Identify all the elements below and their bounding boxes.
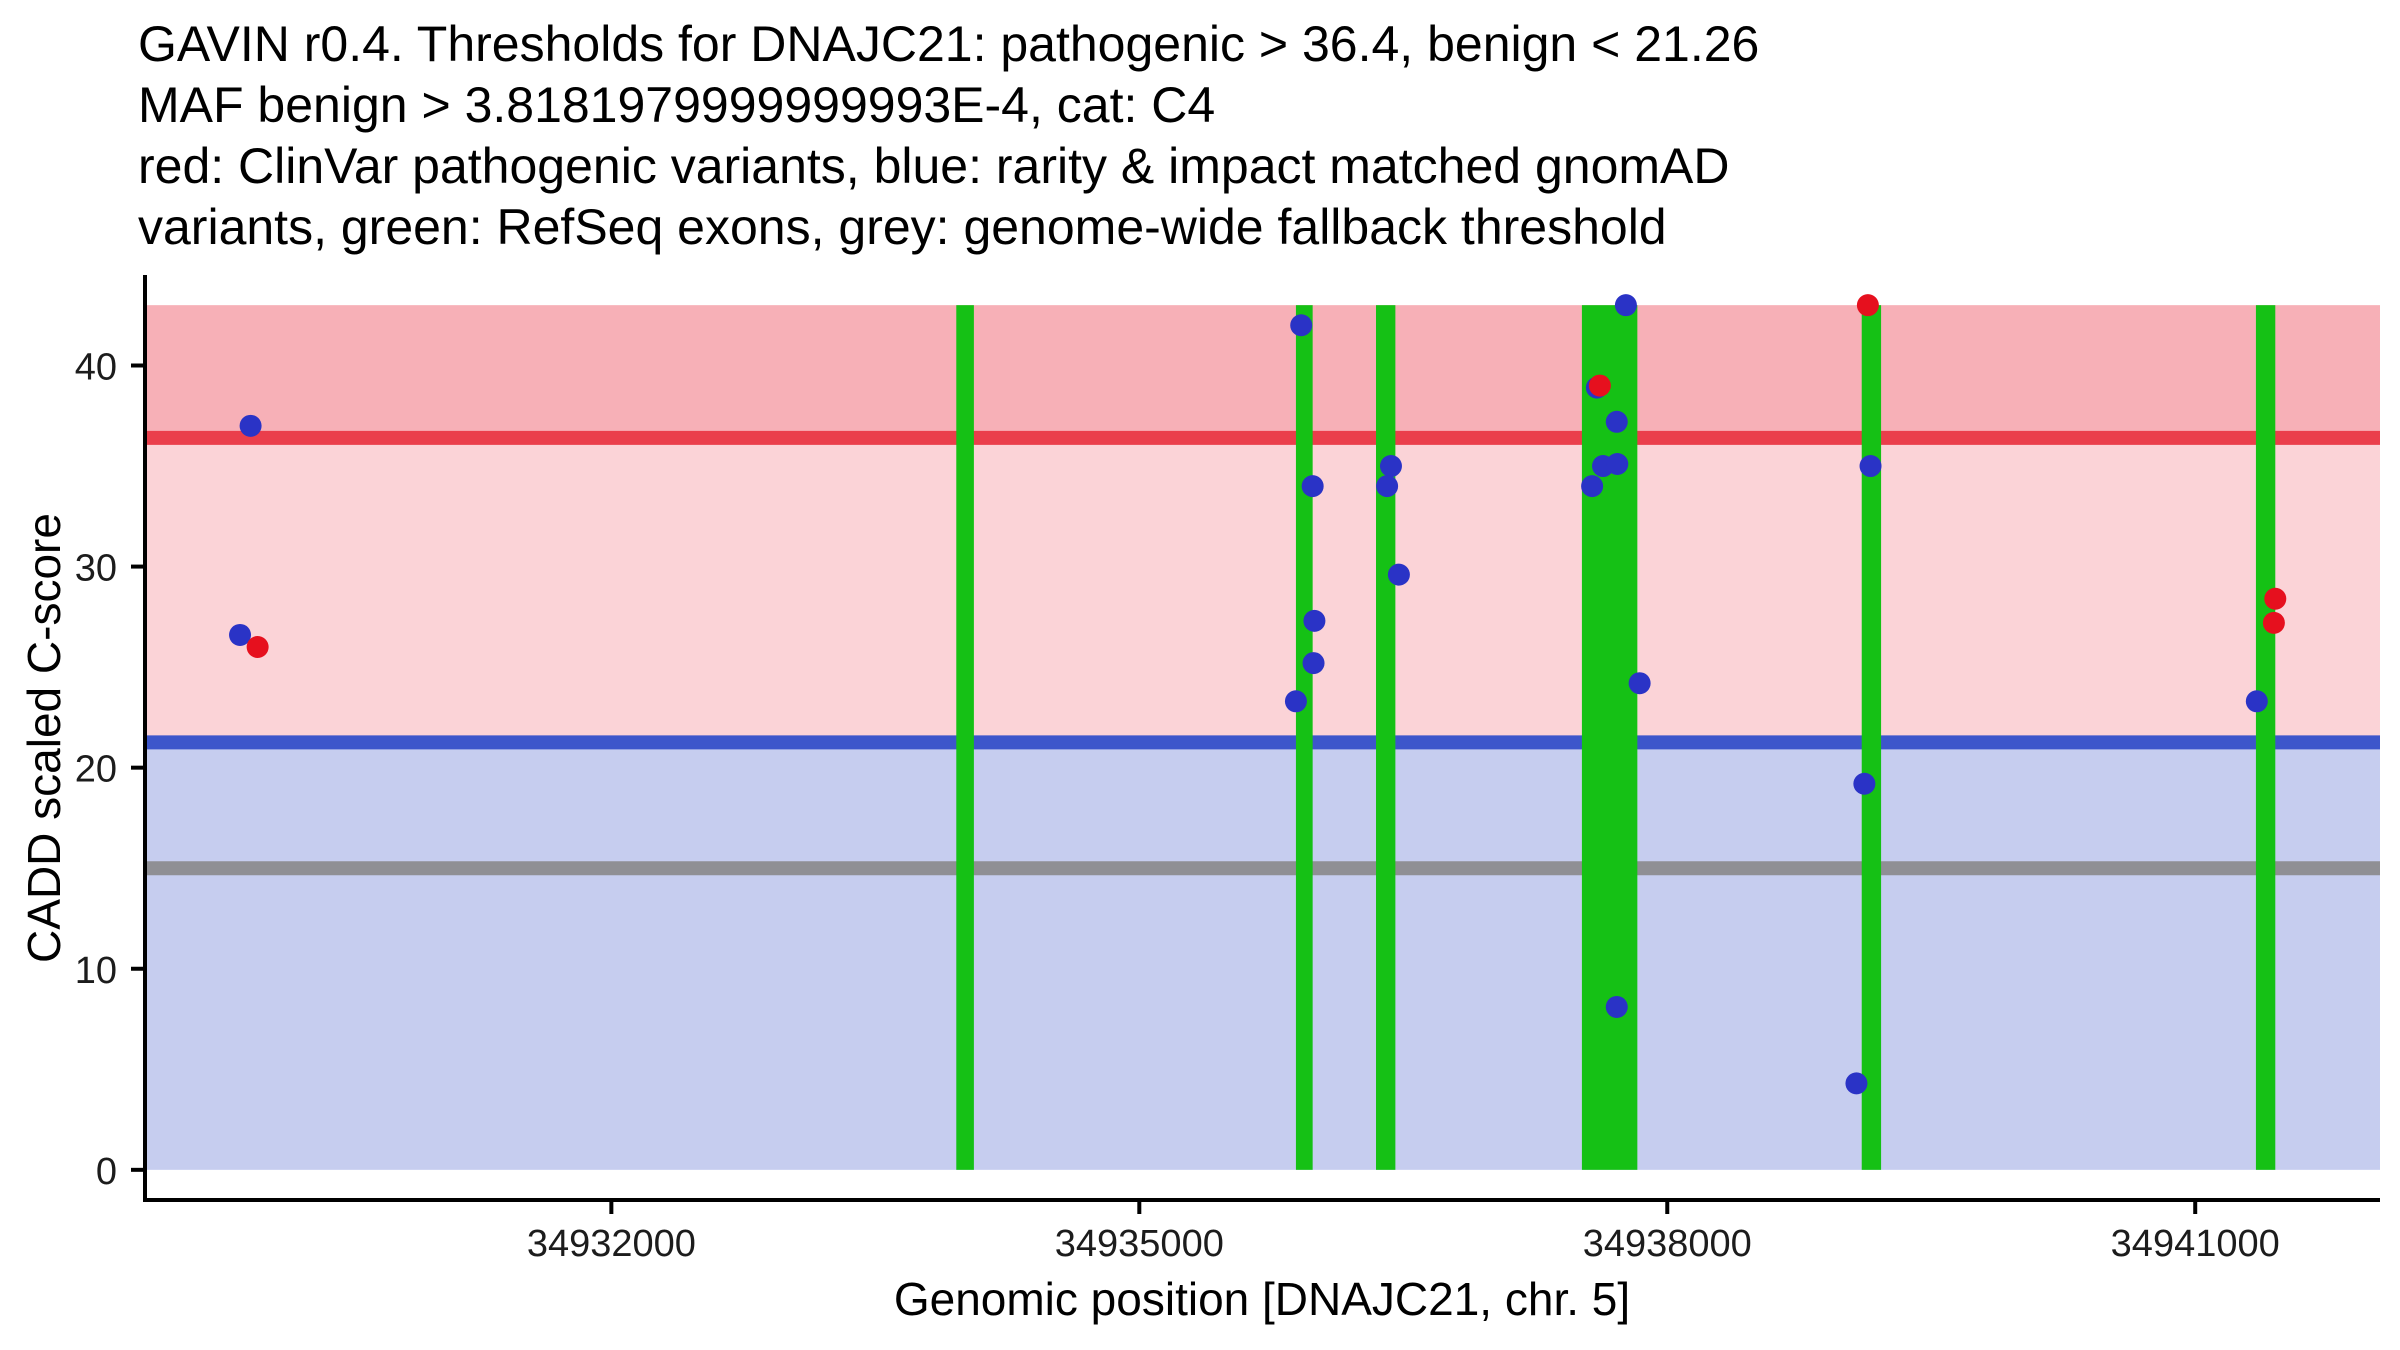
data-point-gnomad (1290, 314, 1313, 337)
data-point-clinvar (1588, 374, 1611, 397)
region-benign (145, 742, 2380, 1170)
data-point-gnomad (1303, 609, 1326, 632)
data-point-clinvar (1856, 294, 1879, 317)
x-tick-label: 34932000 (527, 1223, 696, 1265)
y-tick-label: 30 (75, 548, 117, 590)
data-point-gnomad (1376, 475, 1399, 498)
y-axis-title: CADD scaled C-score (18, 513, 70, 963)
data-point-gnomad (1605, 410, 1628, 433)
chart-title-block: GAVIN r0.4. Thresholds for DNAJC21: path… (138, 14, 1759, 258)
chart-title-line-2: MAF benign > 3.8181979999999993E-4, cat:… (138, 77, 1216, 133)
chart-title-line-4: variants, green: RefSeq exons, grey: gen… (138, 199, 1667, 255)
region-intermediate (145, 437, 2380, 743)
x-axis-title: Genomic position [DNAJC21, chr. 5] (893, 1273, 1631, 1325)
exon-bar (1295, 305, 1313, 1170)
data-point-gnomad (1581, 475, 1604, 498)
y-tick-label: 10 (75, 950, 117, 992)
data-point-gnomad (1614, 294, 1637, 317)
y-tick-label: 40 (75, 346, 117, 388)
data-point-clinvar (246, 636, 269, 659)
data-point-gnomad (1628, 672, 1651, 695)
data-point-gnomad (1605, 995, 1628, 1018)
exon-bar (956, 305, 974, 1170)
x-tick-label: 34935000 (1055, 1223, 1224, 1265)
data-point-gnomad (1845, 1072, 1868, 1095)
data-point-gnomad (239, 414, 262, 437)
data-point-gnomad (229, 623, 252, 646)
exon-bar (1376, 305, 1396, 1170)
data-point-clinvar (2262, 611, 2285, 634)
x-tick-label: 34938000 (1583, 1223, 1752, 1265)
exon-bar (2255, 305, 2276, 1170)
data-point-gnomad (2245, 690, 2268, 713)
data-point-clinvar (2264, 587, 2287, 610)
x-tick-label: 34941000 (2111, 1223, 2280, 1265)
y-tick-label: 20 (75, 749, 117, 791)
region-pathogenic (145, 305, 2380, 438)
data-point-gnomad (1387, 563, 1410, 586)
y-tick-label: 0 (96, 1151, 117, 1193)
data-point-gnomad (1853, 772, 1876, 795)
data-point-gnomad (1301, 475, 1324, 498)
data-point-gnomad (1379, 455, 1402, 478)
chart-title-line-3: red: ClinVar pathogenic variants, blue: … (138, 138, 1730, 194)
exon-bar (1581, 305, 1638, 1170)
data-point-gnomad (1859, 455, 1882, 478)
exon-bar (1861, 305, 1882, 1170)
data-point-gnomad (1284, 690, 1307, 713)
data-point-gnomad (1302, 652, 1325, 675)
chart-title-line-1: GAVIN r0.4. Thresholds for DNAJC21: path… (138, 16, 1760, 72)
data-point-gnomad (1606, 453, 1629, 476)
